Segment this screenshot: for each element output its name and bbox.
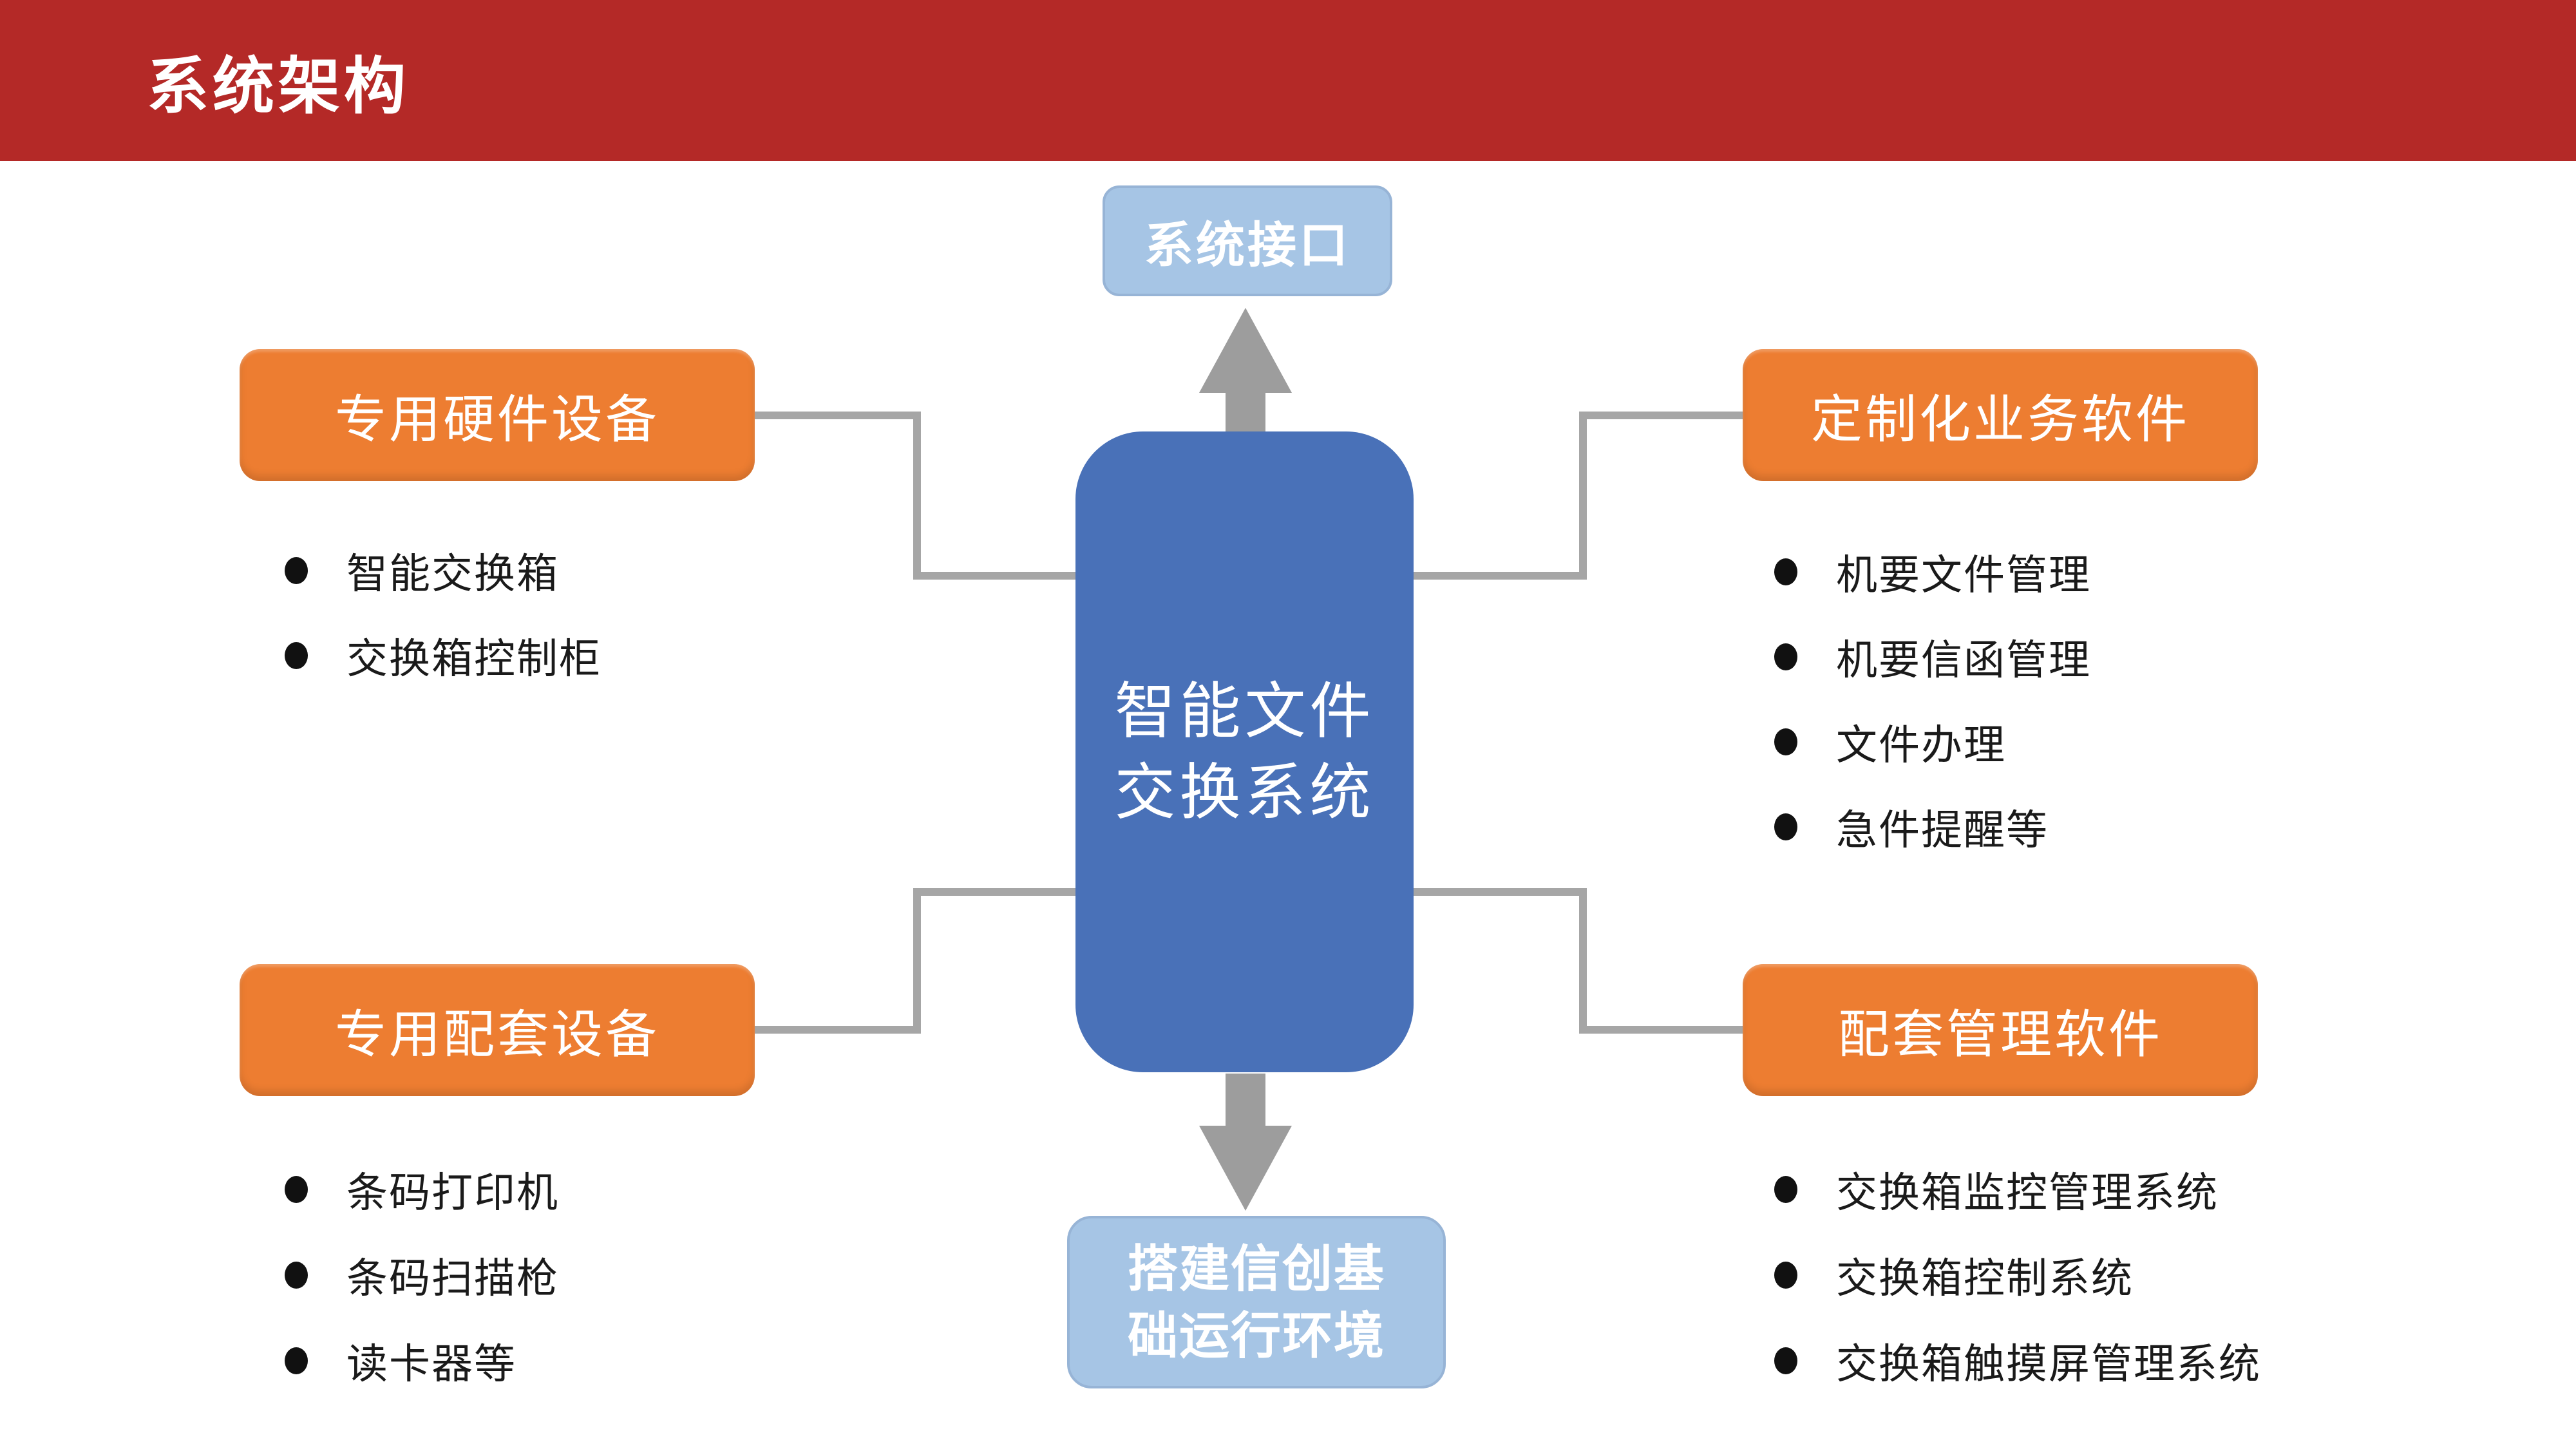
node-supporting-management-software-label: 配套管理软件 bbox=[1838, 1005, 2163, 1063]
node-customized-business-software-label: 定制化业务软件 bbox=[1811, 390, 2190, 448]
list-item-label: 读卡器等 bbox=[346, 1341, 516, 1387]
list-item-label: 机要信函管理 bbox=[1836, 637, 2091, 683]
node-xinchuang-runtime-environment: 搭建信创基 础运行环境 bbox=[1067, 1216, 1446, 1388]
header-bar: 系统架构 bbox=[0, 0, 2576, 161]
list-item: 读卡器等 bbox=[285, 1335, 559, 1387]
business-software-item-list: 机要文件管理 机要信函管理 文件办理 急件提醒等 bbox=[1774, 546, 2091, 853]
list-item: 智能交换箱 bbox=[285, 545, 601, 597]
connector-top-right bbox=[1407, 412, 1749, 580]
list-item: 交换箱监控管理系统 bbox=[1774, 1164, 2261, 1216]
list-item-label: 条码打印机 bbox=[346, 1170, 559, 1216]
accessory-item-list: 条码打印机 条码扫描枪 读卡器等 bbox=[285, 1164, 559, 1387]
bullet-dot-icon bbox=[285, 642, 308, 669]
list-item: 条码打印机 bbox=[285, 1164, 559, 1216]
node-center-label-line2: 交换系统 bbox=[1114, 758, 1375, 827]
node-bottom-label-line1: 搭建信创基 bbox=[1127, 1240, 1385, 1297]
list-item-label: 条码扫描枪 bbox=[346, 1255, 559, 1302]
list-item: 条码扫描枪 bbox=[285, 1249, 559, 1302]
up-arrow-icon bbox=[1199, 308, 1292, 433]
node-bottom-label-line2: 础运行环境 bbox=[1127, 1307, 1385, 1364]
node-dedicated-hardware-label: 专用硬件设备 bbox=[335, 390, 659, 448]
node-dedicated-accessory-equipment: 专用配套设备 bbox=[240, 964, 755, 1096]
list-item: 机要文件管理 bbox=[1774, 546, 2091, 598]
list-item: 交换箱控制系统 bbox=[1774, 1249, 2261, 1302]
node-system-interface: 系统接口 bbox=[1103, 185, 1392, 296]
bullet-dot-icon bbox=[285, 557, 308, 584]
list-item-label: 机要文件管理 bbox=[1836, 552, 2091, 598]
node-center-label: 智能文件 交换系统 bbox=[1114, 671, 1374, 833]
bullet-dot-icon bbox=[1774, 643, 1797, 670]
node-system-interface-label: 系统接口 bbox=[1144, 218, 1350, 273]
bullet-dot-icon bbox=[1774, 558, 1797, 585]
bullet-dot-icon bbox=[285, 1347, 308, 1374]
list-item: 文件办理 bbox=[1774, 716, 2091, 768]
bullet-dot-icon bbox=[285, 1176, 308, 1203]
node-center-label-line1: 智能文件 bbox=[1114, 677, 1375, 746]
list-item: 交换箱控制柜 bbox=[285, 630, 601, 682]
list-item: 急件提醒等 bbox=[1774, 801, 2091, 853]
bullet-dot-icon bbox=[1774, 1176, 1797, 1203]
management-software-item-list: 交换箱监控管理系统 交换箱控制系统 交换箱触摸屏管理系统 bbox=[1774, 1164, 2261, 1387]
bullet-dot-icon bbox=[1774, 1347, 1797, 1374]
list-item-label: 文件办理 bbox=[1836, 722, 2006, 768]
list-item: 交换箱触摸屏管理系统 bbox=[1774, 1335, 2261, 1387]
node-supporting-management-software: 配套管理软件 bbox=[1743, 964, 2258, 1096]
node-intelligent-file-exchange-system: 智能文件 交换系统 bbox=[1075, 431, 1414, 1072]
node-customized-business-software: 定制化业务软件 bbox=[1743, 349, 2258, 481]
connector-top-left bbox=[747, 412, 1082, 580]
bullet-dot-icon bbox=[1774, 813, 1797, 840]
node-bottom-label: 搭建信创基 础运行环境 bbox=[1128, 1235, 1385, 1369]
list-item-label: 交换箱监控管理系统 bbox=[1836, 1170, 2219, 1216]
list-item-label: 交换箱控制系统 bbox=[1836, 1255, 2134, 1302]
list-item-label: 急件提醒等 bbox=[1836, 807, 2049, 853]
page-title: 系统架构 bbox=[147, 52, 410, 121]
down-arrow-icon bbox=[1199, 1074, 1292, 1211]
list-item: 机要信函管理 bbox=[1774, 631, 2091, 683]
node-dedicated-accessory-equipment-label: 专用配套设备 bbox=[335, 1005, 659, 1063]
bullet-dot-icon bbox=[1774, 728, 1797, 755]
list-item-label: 智能交换箱 bbox=[346, 551, 559, 597]
hardware-item-list: 智能交换箱 交换箱控制柜 bbox=[285, 545, 601, 682]
connector-bottom-left bbox=[747, 888, 1082, 1034]
bullet-dot-icon bbox=[1774, 1262, 1797, 1289]
bullet-dot-icon bbox=[285, 1262, 308, 1289]
list-item-label: 交换箱触摸屏管理系统 bbox=[1836, 1341, 2261, 1387]
connector-bottom-right bbox=[1407, 888, 1749, 1034]
node-dedicated-hardware: 专用硬件设备 bbox=[240, 349, 755, 481]
list-item-label: 交换箱控制柜 bbox=[346, 636, 601, 682]
